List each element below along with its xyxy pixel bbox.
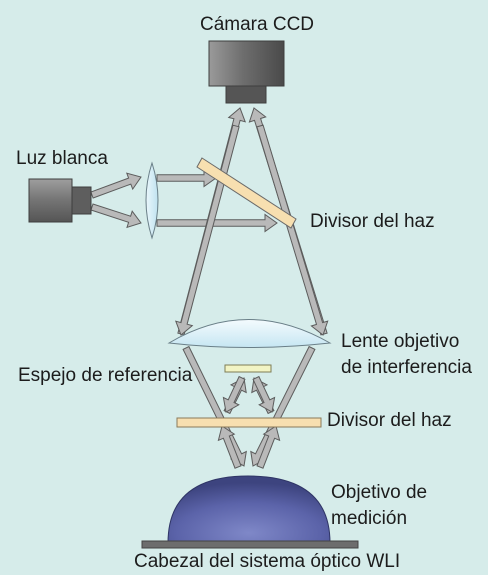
interference-objective-lens: [167, 319, 332, 348]
label-upper-beam-splitter: Divisor del haz: [310, 211, 435, 232]
beam-lens-splitter-bottom: [156, 213, 278, 233]
label-ccd-camera: Cámara CCD: [200, 14, 315, 35]
label-white-light: Luz blanca: [16, 148, 108, 169]
sample-base: [141, 540, 359, 549]
beam-ref-right-down: [252, 375, 276, 413]
label-reference-mirror: Espejo de referencia: [18, 365, 193, 386]
label-interference-objective-2: de interferencia: [341, 357, 472, 378]
sample-dome: [167, 475, 331, 544]
beam-arrows: [90, 107, 329, 469]
label-caption: Cabezal del sistema óptico WLI: [134, 551, 401, 572]
light-lens: [145, 161, 159, 240]
white-light-nozzle: [71, 186, 92, 215]
lower-beam-splitter: [176, 417, 322, 428]
upper-beam-splitter: [196, 157, 297, 229]
label-measurement-objective-1: Objetivo de: [331, 482, 428, 503]
label-measurement-objective-2: medición: [331, 508, 408, 529]
ccd-camera-body: [208, 40, 285, 87]
beam-source-lens-top: [90, 172, 142, 199]
beam-source-lens-bottom: [90, 203, 142, 229]
beam-ref-left-down: [222, 375, 246, 413]
beam-sample-right-up: [256, 425, 281, 469]
label-lower-beam-splitter: Divisor del haz: [327, 410, 452, 431]
label-interference-objective-1: Lente objetivo: [341, 331, 460, 352]
beam-down-right: [256, 124, 329, 336]
beam-sample-left-up: [217, 425, 242, 469]
white-light-body: [28, 178, 73, 223]
ccd-camera-mount: [225, 85, 267, 104]
reference-mirror: [224, 364, 272, 373]
